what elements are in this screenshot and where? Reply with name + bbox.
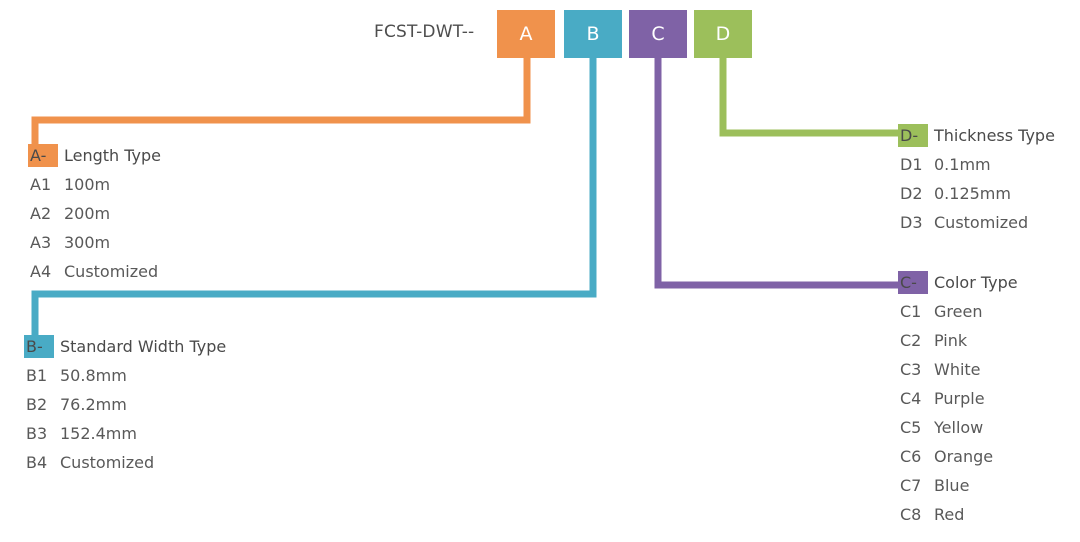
list-item[interactable]: D3 Customized [898,208,1055,237]
list-item[interactable]: A4 Customized [28,257,161,286]
group-a-title: Length Type [64,146,162,165]
group-c-key: C- [898,271,928,294]
option-code: C5 [900,418,922,437]
list-item[interactable]: D1 0.1mm [898,150,1055,179]
option-desc: Green [934,302,983,321]
option-code: A4 [30,262,52,281]
option-code: D3 [900,213,923,232]
option-desc: 76.2mm [60,395,127,414]
group-d-key: D- [898,124,928,147]
list-item[interactable]: A3 300m [28,228,161,257]
option-desc: 300m [64,233,111,252]
code-box-c[interactable]: C [629,10,687,58]
list-item[interactable]: A1 100m [28,170,161,199]
list-item[interactable]: C2 Pink [898,326,1018,355]
list-item[interactable]: A2 200m [28,199,161,228]
list-item[interactable]: C6 Orange [898,442,1018,471]
option-code: C8 [900,505,922,524]
group-length-type: A- Length Type A1 100m A2 200m A3 300m A… [28,141,161,286]
list-item[interactable]: C1 Green [898,297,1018,326]
group-d-header: D- Thickness Type [898,121,1055,150]
list-item[interactable]: C8 Red [898,500,1018,529]
option-code: B3 [26,424,48,443]
option-desc: Purple [934,389,985,408]
option-code: C2 [900,331,922,350]
list-item[interactable]: C3 White [898,355,1018,384]
option-code: C4 [900,389,922,408]
option-desc: Yellow [934,418,984,437]
group-b-key: B- [24,335,54,358]
option-desc: Customized [64,262,159,281]
option-desc: Customized [60,453,155,472]
group-c-header: C- Color Type [898,268,1018,297]
group-d-title: Thickness Type [934,126,1055,145]
option-code: A1 [30,175,52,194]
option-desc: Pink [934,331,968,350]
option-code: B4 [26,453,48,472]
option-desc: Blue [934,476,970,495]
group-color-type: C- Color Type C1 Green C2 Pink C3 White … [898,268,1018,529]
part-number-prefix: FCST-DWT-- [374,22,475,42]
option-code: C7 [900,476,922,495]
list-item[interactable]: B3 152.4mm [24,419,226,448]
option-desc: White [934,360,981,379]
connector-c [654,58,900,289]
list-item[interactable]: D2 0.125mm [898,179,1055,208]
option-code: C3 [900,360,922,379]
code-box-b[interactable]: B [564,10,622,58]
option-desc: 0.125mm [934,184,1011,203]
list-item[interactable]: B1 50.8mm [24,361,226,390]
group-a-key: A- [28,144,58,167]
code-box-d[interactable]: D [694,10,752,58]
list-item[interactable]: C7 Blue [898,471,1018,500]
option-code: C1 [900,302,922,321]
option-desc: Customized [934,213,1029,232]
list-item[interactable]: C4 Purple [898,384,1018,413]
group-b-title: Standard Width Type [60,337,227,356]
group-b-header: B- Standard Width Type [24,332,226,361]
option-code: A3 [30,233,52,252]
group-standard-width-type: B- Standard Width Type B1 50.8mm B2 76.2… [24,332,226,477]
list-item[interactable]: B2 76.2mm [24,390,226,419]
group-c-title: Color Type [934,273,1018,292]
connector-b [31,58,597,337]
list-item[interactable]: B4 Customized [24,448,226,477]
option-desc: 0.1mm [934,155,991,174]
option-desc: 50.8mm [60,366,127,385]
option-code: A2 [30,204,52,223]
option-code: B1 [26,366,48,385]
option-code: B2 [26,395,48,414]
option-desc: Orange [934,447,994,466]
option-desc: Red [934,505,965,524]
option-desc: 152.4mm [60,424,137,443]
code-box-a[interactable]: A [497,10,555,58]
option-code: C6 [900,447,922,466]
connector-d [719,58,900,137]
list-item[interactable]: C5 Yellow [898,413,1018,442]
option-code: D2 [900,184,923,203]
option-desc: 100m [64,175,111,194]
option-desc: 200m [64,204,111,223]
connector-a [31,58,531,145]
option-code: D1 [900,155,923,174]
group-thickness-type: D- Thickness Type D1 0.1mm D2 0.125mm D3… [898,121,1055,237]
group-a-header: A- Length Type [28,141,161,170]
